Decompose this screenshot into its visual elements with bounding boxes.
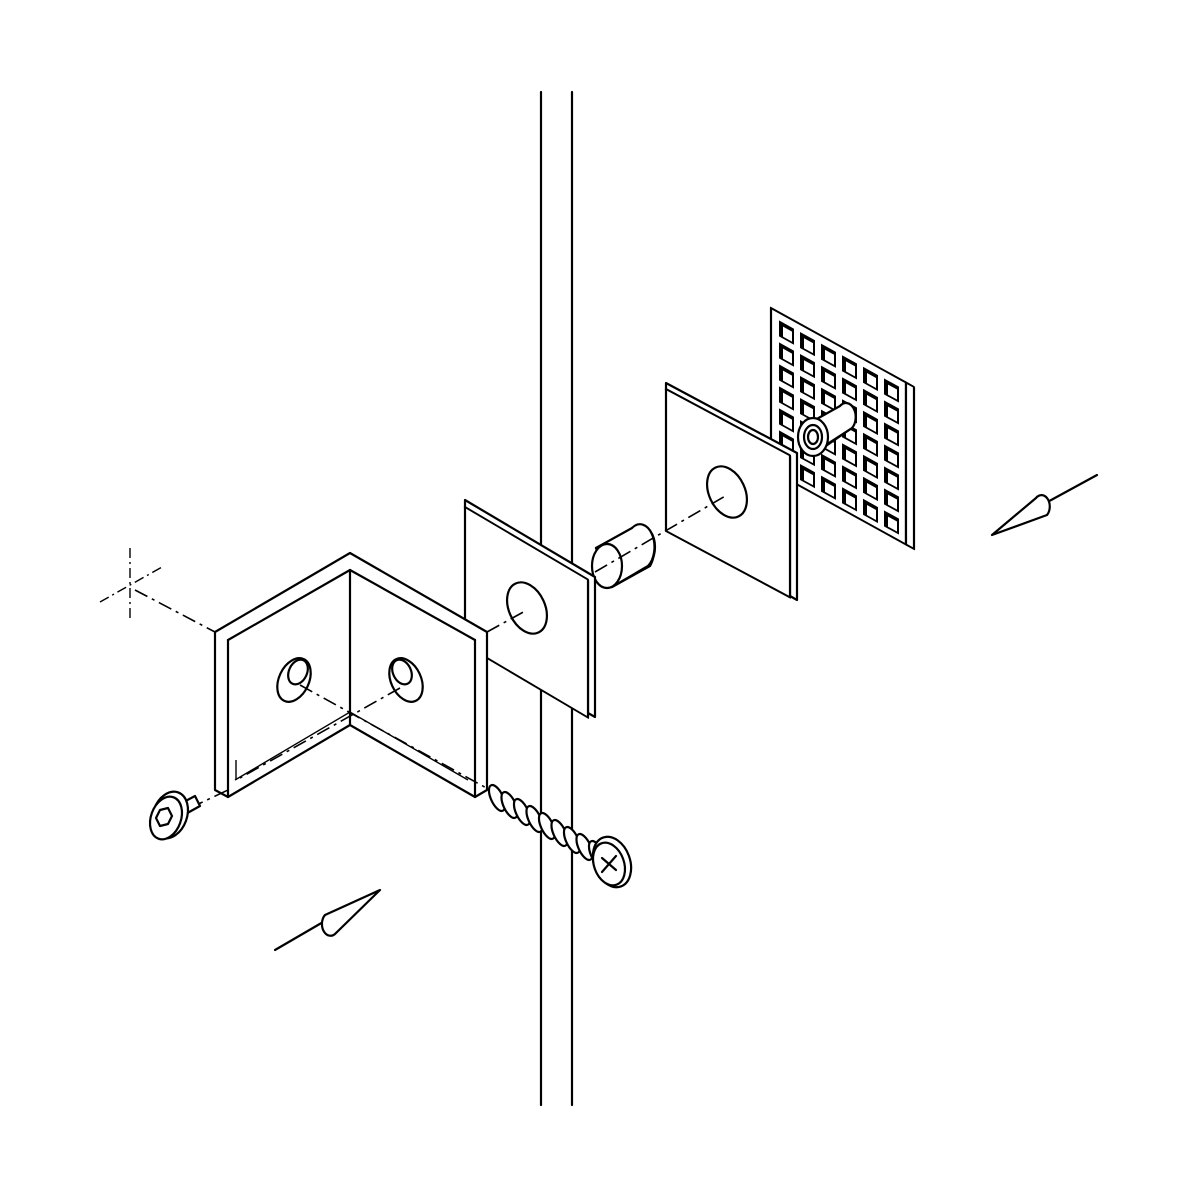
grid-cell-hole (888, 494, 897, 510)
grid-cell-hole (888, 384, 897, 400)
square-plate-front (463, 498, 597, 719)
grid-cell-hole (783, 348, 792, 364)
grid-cell-hole (825, 459, 834, 475)
grid-cell-hole (804, 404, 813, 420)
grid-cell-hole (804, 382, 813, 398)
grid-cell-hole (825, 349, 834, 365)
l-bracket (213, 551, 491, 799)
grid-cell-hole (867, 482, 876, 498)
grid-cell-hole (867, 394, 876, 410)
grid-cell-hole (888, 450, 897, 466)
crosshair-mark (99, 548, 216, 633)
grid-cell-hole (867, 438, 876, 454)
grid-cell-hole (804, 338, 813, 354)
grid-cell-hole (867, 504, 876, 520)
threaded-insert (796, 401, 857, 458)
grid-cell-hole (783, 392, 792, 408)
direction-arrow-left (273, 888, 382, 952)
grid-cell-hole (846, 361, 855, 377)
grid-cell-hole (888, 428, 897, 444)
grid-cell-hole (867, 416, 876, 432)
grid-cell-hole (804, 360, 813, 376)
direction-arrow-right (990, 473, 1099, 537)
grid-cell-hole (825, 393, 834, 409)
grid-cell-hole (888, 516, 897, 532)
grid-cell-hole (867, 372, 876, 388)
hex-socket-screw (148, 789, 229, 841)
cylindrical-spacer (590, 523, 657, 590)
grid-cell-hole (846, 493, 855, 509)
grid-cell-hole (825, 371, 834, 387)
grid-cell-hole (846, 471, 855, 487)
grid-cell-hole (846, 383, 855, 399)
grid-cell-hole (867, 460, 876, 476)
grid-cell-hole (888, 406, 897, 422)
grid-cell-hole (825, 481, 834, 497)
square-plate-rear (664, 381, 799, 602)
grid-cell-hole (804, 470, 813, 486)
grid-cell-hole (783, 326, 792, 342)
wood-screw (487, 783, 633, 889)
grid-cell-hole (783, 414, 792, 430)
grid-cell-hole (846, 449, 855, 465)
grid-cell-hole (783, 370, 792, 386)
grid-back-plate (769, 306, 916, 551)
grid-cell-hole (888, 472, 897, 488)
